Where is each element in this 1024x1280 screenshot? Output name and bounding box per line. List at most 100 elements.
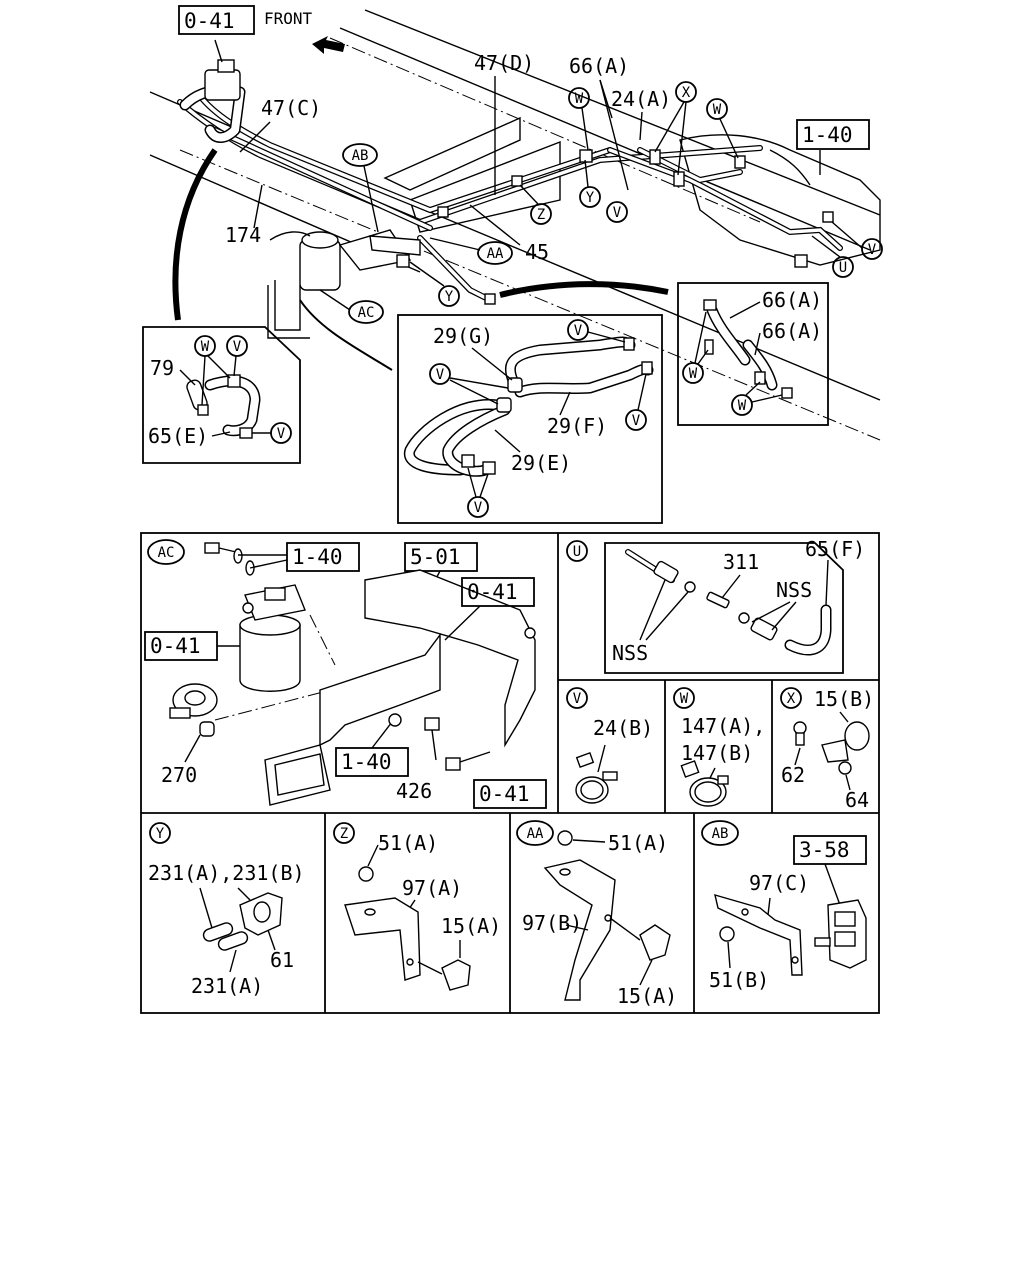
detail-grid <box>140 532 880 1014</box>
callout-97a: 97(A) <box>402 876 462 900</box>
callout-61: 61 <box>270 948 294 972</box>
callout-231a: 231(A) <box>191 974 263 998</box>
detail-tag-y: Y <box>149 822 171 844</box>
detail-z: Z 51(A) 97(A) 15(A) <box>333 822 501 991</box>
svg-text:V: V <box>574 323 583 339</box>
callout-66a: 66(A) <box>569 54 629 78</box>
svg-text:V: V <box>436 367 445 383</box>
circle-callout-w: W <box>194 335 216 357</box>
ref-1-40: 1-40 <box>802 123 853 147</box>
svg-text:V: V <box>474 500 483 516</box>
callout-47c: 47(C) <box>261 96 321 120</box>
callout-174: 174 <box>225 223 261 247</box>
ref-0-41: 0-41 <box>150 634 201 658</box>
svg-text:U: U <box>839 260 847 276</box>
callout-15a: 15(A) <box>441 914 501 938</box>
svg-text:Y: Y <box>445 289 454 305</box>
callout-15b: 15(B) <box>814 687 874 711</box>
circle-callout-v: V <box>467 496 489 518</box>
callout-nss: NSS <box>612 641 648 665</box>
svg-text:V: V <box>632 413 641 429</box>
callout-51b: 51(B) <box>709 968 769 992</box>
detail-tag-w: W <box>673 687 695 709</box>
ref-1-40: 1-40 <box>341 750 392 774</box>
svg-text:W: W <box>738 398 747 414</box>
callout-65f: 65(F) <box>805 537 865 561</box>
front-arrow-icon <box>312 36 345 54</box>
ref-0-41: 0-41 <box>184 9 235 33</box>
callout-29f: 29(F) <box>547 414 607 438</box>
callout-311: 311 <box>723 550 759 574</box>
detail-tag-x: X <box>780 687 802 709</box>
detail-w: W 147(A), 147(B) <box>673 687 765 807</box>
circle-callout-w: W <box>568 87 590 109</box>
circle-callout-ac: AC <box>348 300 384 324</box>
circle-callout-y: Y <box>438 285 460 307</box>
callout-97c: 97(C) <box>749 871 809 895</box>
svg-text:W: W <box>575 91 584 107</box>
detail-tag-z: Z <box>333 822 355 844</box>
circle-callout-w: W <box>706 98 728 120</box>
top-assembly-view <box>149 9 881 441</box>
callout-45: 45 <box>525 240 549 264</box>
callout-64: 64 <box>845 788 869 812</box>
svg-text:AA: AA <box>527 826 544 842</box>
inset-left: 79 65(E) W V V <box>142 326 301 464</box>
circle-callout-v: V <box>270 422 292 444</box>
circle-callout-w: W <box>682 362 704 384</box>
callout-231ab: 231(A),231(B) <box>148 861 305 885</box>
callout-270: 270 <box>161 763 197 787</box>
svg-text:AC: AC <box>358 305 375 321</box>
callout-29e: 29(E) <box>511 451 571 475</box>
callout-51a: 51(A) <box>608 831 668 855</box>
front-label: FRONT <box>264 9 313 28</box>
callout-nss: NSS <box>776 578 812 602</box>
inset-right: 66(A) 66(A) W W <box>677 282 829 426</box>
svg-text:Y: Y <box>586 190 595 206</box>
detail-u: U 65(F) 311 NSS NSS <box>566 537 865 674</box>
detail-tag-ab: AB <box>701 820 739 846</box>
callout-47d: 47(D) <box>474 51 534 75</box>
callout-51a: 51(A) <box>378 831 438 855</box>
callout-24a: 24(A) <box>611 87 671 111</box>
callout-24b: 24(B) <box>593 716 653 740</box>
svg-text:Z: Z <box>340 826 348 842</box>
callout-66a: 66(A) <box>762 319 822 343</box>
svg-text:Y: Y <box>156 826 165 842</box>
ref-box <box>796 119 870 150</box>
ref-1-40: 1-40 <box>292 545 343 569</box>
svg-text:AC: AC <box>158 545 175 561</box>
detail-tag-u: U <box>566 540 588 562</box>
callout-65e: 65(E) <box>148 424 208 448</box>
callout-62: 62 <box>781 763 805 787</box>
svg-text:AA: AA <box>487 246 504 262</box>
circle-callout-v: V <box>567 319 589 341</box>
svg-text:X: X <box>787 691 796 707</box>
svg-text:V: V <box>233 339 242 355</box>
svg-text:X: X <box>682 85 691 101</box>
circle-callout-v: V <box>625 409 647 431</box>
svg-text:W: W <box>680 691 689 707</box>
svg-text:AB: AB <box>352 148 369 164</box>
callout-15a: 15(A) <box>617 984 677 1008</box>
callout-66a: 66(A) <box>762 288 822 312</box>
circle-callout-u: U <box>832 256 854 278</box>
ref-0-41: 0-41 <box>467 580 518 604</box>
svg-text:V: V <box>573 691 582 707</box>
callout-147a: 147(A), <box>681 714 765 738</box>
top-view-labels: 0-41 FRONT 1-40 47(C) 47(D) 66(A) 24(A) … <box>178 5 883 324</box>
ref-0-41: 0-41 <box>479 782 530 806</box>
circle-callout-w: W <box>731 394 753 416</box>
detail-y: Y 231(A),231(B) 61 231(A) <box>148 822 305 998</box>
svg-text:W: W <box>201 339 210 355</box>
svg-text:W: W <box>713 102 722 118</box>
svg-text:V: V <box>277 426 286 442</box>
detail-tag-v: V <box>566 687 588 709</box>
callout-79: 79 <box>150 356 174 380</box>
detail-x: X 15(B) 62 64 <box>780 687 874 812</box>
circle-callout-v: V <box>606 201 628 223</box>
circle-callout-v: V <box>226 335 248 357</box>
circle-callout-aa: AA <box>477 241 513 265</box>
